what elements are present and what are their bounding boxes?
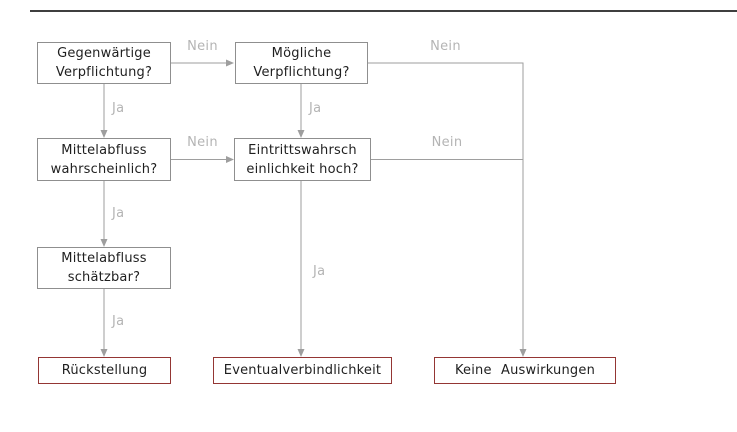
node-gegenwaertige-verpflichtung: Gegenwärtige Verpflichtung?	[37, 42, 171, 84]
arrowhead-right-q4	[226, 156, 234, 163]
edge-label-ja-q5-rueckstellung: Ja	[112, 314, 125, 329]
node-moegliche-verpflichtung: Mögliche Verpflichtung?	[235, 42, 368, 84]
arrowhead-down-keine	[519, 349, 527, 357]
edge-label-ja-q1-q3: Ja	[112, 101, 125, 116]
node-eventualverbindlichkeit: Eventualverbindlichkeit	[213, 357, 392, 384]
edge-label-nein-q2-keine: Nein	[430, 39, 461, 54]
arrowhead-down-q5	[100, 239, 108, 247]
node-text-line: Eventualverbindlichkeit	[223, 363, 382, 378]
node-text-line: Mittelabfluss	[61, 142, 147, 158]
edge-label-ja-q4-eventual: Ja	[313, 264, 326, 279]
node-text-line: Mögliche	[271, 46, 332, 61]
arrowhead-down-q4	[297, 130, 305, 138]
edge-q2-to-keine	[368, 62, 524, 349]
node-text-line: Verpflichtung?	[55, 65, 153, 80]
node-text-line: Keine Auswirkungen	[454, 363, 596, 378]
edge-label-ja-q2-q4: Ja	[309, 101, 322, 116]
node-text-line: einlichkeit hoch?	[246, 161, 359, 177]
arrowhead-down-eventual	[297, 349, 305, 357]
edge-label-nein-q1-q2: Nein	[187, 39, 218, 54]
node-text-line: Eintrittswahrsch	[248, 142, 357, 158]
arrowhead-down-q3	[100, 130, 108, 138]
arrowhead-down-rueckstellung	[100, 349, 108, 357]
node-text-line: Mittelabfluss	[61, 251, 147, 266]
node-eintrittswahrscheinlichkeit-hoch: Eintrittswahrsch einlichkeit hoch?	[234, 138, 371, 181]
node-mittelabfluss-wahrscheinlich: Mittelabfluss wahrscheinlich?	[37, 138, 171, 181]
node-rueckstellung: Rückstellung	[38, 357, 171, 384]
edge-label-nein-q3-q4: Nein	[187, 135, 218, 150]
edge-label-nein-q4-keine: Nein	[431, 135, 463, 150]
edge-label-ja-q3-q5: Ja	[112, 206, 125, 221]
node-mittelabfluss-schaetzbar: Mittelabfluss schätzbar?	[37, 247, 171, 289]
node-text-line: Gegenwärtige	[57, 46, 151, 61]
node-text-line: Verpflichtung?	[253, 65, 350, 80]
node-text-line: Rückstellung	[61, 363, 148, 378]
node-keine-auswirkungen: Keine Auswirkungen	[434, 357, 616, 384]
top-divider	[30, 10, 737, 12]
arrowhead-right-q2	[226, 59, 234, 67]
node-text-line: wahrscheinlich?	[50, 161, 158, 177]
node-text-line: schätzbar?	[67, 270, 141, 285]
